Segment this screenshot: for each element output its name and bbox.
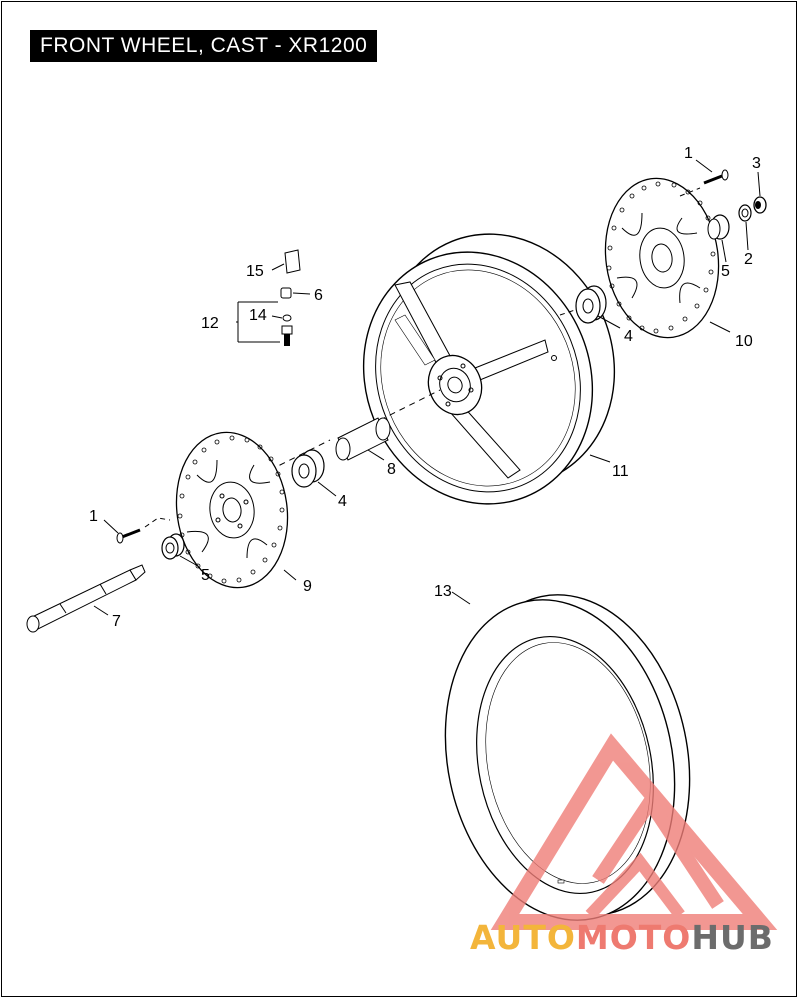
leader-lines xyxy=(93,159,761,616)
callout-6: 6 xyxy=(314,287,323,304)
callout-7: 7 xyxy=(112,613,121,630)
callout-2: 2 xyxy=(744,251,753,268)
bearing-left xyxy=(291,449,325,488)
callout-12: 12 xyxy=(201,315,219,332)
cast-wheel xyxy=(362,233,616,505)
watermark-text-moto: MOTO xyxy=(575,918,692,957)
valve-stem xyxy=(281,325,293,346)
callout-4-right: 4 xyxy=(624,328,633,345)
spacer-right xyxy=(707,214,730,240)
spacer-left xyxy=(161,533,185,560)
bolt-right xyxy=(679,169,729,197)
callouts: 1 3 2 5 4 10 15 6 12 14 8 11 4 1 5 9 7 1… xyxy=(89,145,761,630)
watermark-logo xyxy=(490,733,778,930)
bolt-left xyxy=(116,517,171,544)
washer xyxy=(738,204,752,222)
callout-5-right: 5 xyxy=(721,263,730,280)
tire xyxy=(444,594,691,921)
callout-11: 11 xyxy=(612,463,629,480)
watermark-text-hub: HUB xyxy=(691,918,774,957)
callout-5-left: 5 xyxy=(201,567,210,584)
watermark-text-auto: AUTO xyxy=(470,918,576,957)
callout-3: 3 xyxy=(752,155,761,172)
callout-8: 8 xyxy=(387,461,396,478)
label-card xyxy=(284,249,301,274)
callout-1-right: 1 xyxy=(684,145,693,162)
axle xyxy=(26,564,146,633)
callout-1-left: 1 xyxy=(89,508,98,525)
valve-nut xyxy=(282,314,292,322)
callout-4-left: 4 xyxy=(338,493,347,510)
diagram-title: FRONT WHEEL, CAST - XR1200 xyxy=(30,30,378,62)
watermark-text: AUTOMOTOHUB xyxy=(470,918,774,957)
callout-9: 9 xyxy=(303,578,312,595)
callout-15: 15 xyxy=(246,263,264,280)
callout-14: 14 xyxy=(249,307,267,324)
callout-10: 10 xyxy=(735,333,753,350)
callout-13: 13 xyxy=(434,583,452,600)
bearing-right xyxy=(559,285,607,324)
valve-cap xyxy=(280,287,292,299)
rotor-left xyxy=(175,431,289,589)
rotor-right xyxy=(604,177,720,339)
nut xyxy=(753,196,767,214)
spacer-tube xyxy=(335,417,391,461)
